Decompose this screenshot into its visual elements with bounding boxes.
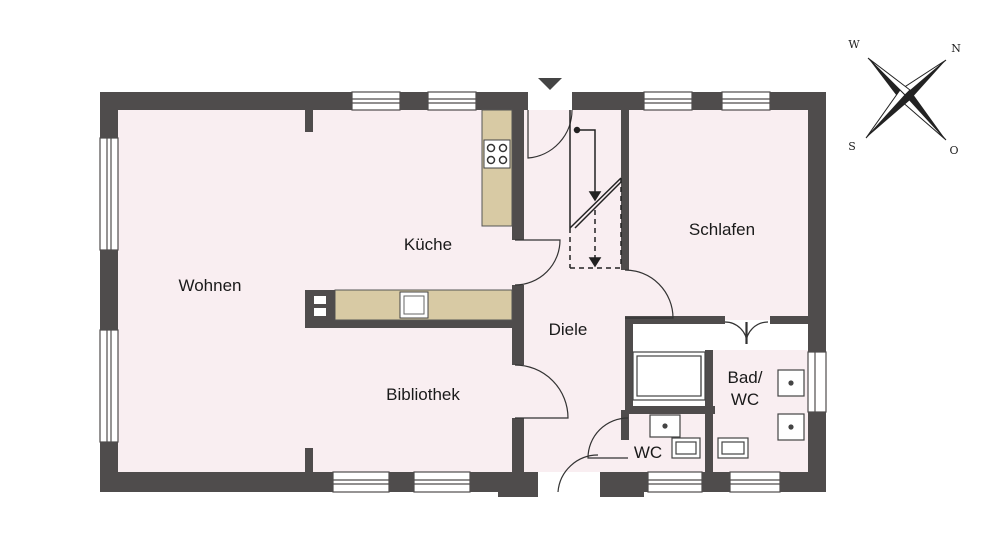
door-entrance <box>527 109 573 159</box>
toilet-wc-icon <box>671 437 701 459</box>
toilet-bad-icon <box>717 437 749 459</box>
label-bad-line2: WC <box>731 390 759 409</box>
door-schlafen <box>624 269 674 319</box>
label-bad-line1: Bad/ <box>728 368 763 387</box>
label-wc: WC <box>634 443 662 462</box>
label-kueche: Küche <box>404 235 452 254</box>
window-top-1 <box>351 91 401 111</box>
interior-walls <box>305 110 810 472</box>
floor-schlafen <box>625 110 808 320</box>
stairs <box>569 110 622 269</box>
wall-top-left <box>100 92 528 110</box>
window-top-4 <box>721 91 771 111</box>
compass-s: S <box>848 140 856 153</box>
wall-bad-left <box>625 316 633 412</box>
door-bibliothek <box>514 364 569 419</box>
wall-bottom-mid <box>498 472 538 497</box>
label-bibliothek: Bibliothek <box>386 385 460 404</box>
washbasin-bad-1-icon <box>777 369 805 397</box>
label-schlafen: Schlafen <box>689 220 755 239</box>
door-kueche <box>514 239 561 286</box>
doors <box>514 109 769 493</box>
window-bottom-3 <box>647 471 703 493</box>
window-left-2 <box>99 329 119 443</box>
wall-flur-left-mid <box>512 285 524 365</box>
windows <box>99 91 827 493</box>
window-top-3 <box>643 91 693 111</box>
wall-wc-right <box>705 406 713 472</box>
wall-top-right <box>572 92 826 110</box>
window-top-2 <box>427 91 477 111</box>
wall-bottom-stub <box>600 472 644 497</box>
window-bad-right-1 <box>807 351 827 413</box>
label-diele: Diele <box>549 320 588 339</box>
window-bottom-2 <box>413 471 471 493</box>
wall-schlafen-bottom-r <box>770 316 810 324</box>
wall-right <box>808 92 826 492</box>
wall-bad-mid <box>705 350 713 410</box>
wall-stair-right <box>621 110 629 270</box>
compass-n: N <box>951 42 961 55</box>
wall-wohnen-stub-bottom <box>305 448 313 472</box>
compass-o: O <box>949 144 958 157</box>
door-bad-right <box>745 321 769 345</box>
window-bottom-4 <box>729 471 781 493</box>
wall-kitchen-top-stub <box>512 110 524 240</box>
wall-wohnen-stub-top <box>305 110 313 132</box>
compass-w: W <box>848 38 860 51</box>
label-wohnen: Wohnen <box>178 276 241 295</box>
compass-icon: N O S W <box>848 38 961 157</box>
door-bottom-entry <box>557 454 599 493</box>
bathroom-fixtures <box>632 351 805 459</box>
window-bottom-1 <box>332 471 390 493</box>
shower-icon <box>632 351 706 401</box>
wall-schlafen-bottom <box>625 316 725 324</box>
wall-wc-top <box>625 406 715 414</box>
window-left-1 <box>99 137 119 251</box>
kitchen-counter-upper <box>481 109 513 227</box>
wall-wc-left <box>621 410 629 440</box>
door-bad-left <box>724 321 748 345</box>
wall-library-top <box>305 320 515 328</box>
entrance-arrow-icon <box>538 78 562 90</box>
kitchen-counter-lower <box>305 289 513 321</box>
washbasin-wc-icon <box>649 414 681 438</box>
wall-flur-left-low <box>512 418 524 472</box>
washbasin-bad-2-icon <box>777 413 805 441</box>
door-wc <box>587 417 629 459</box>
stove-icon <box>483 139 511 169</box>
